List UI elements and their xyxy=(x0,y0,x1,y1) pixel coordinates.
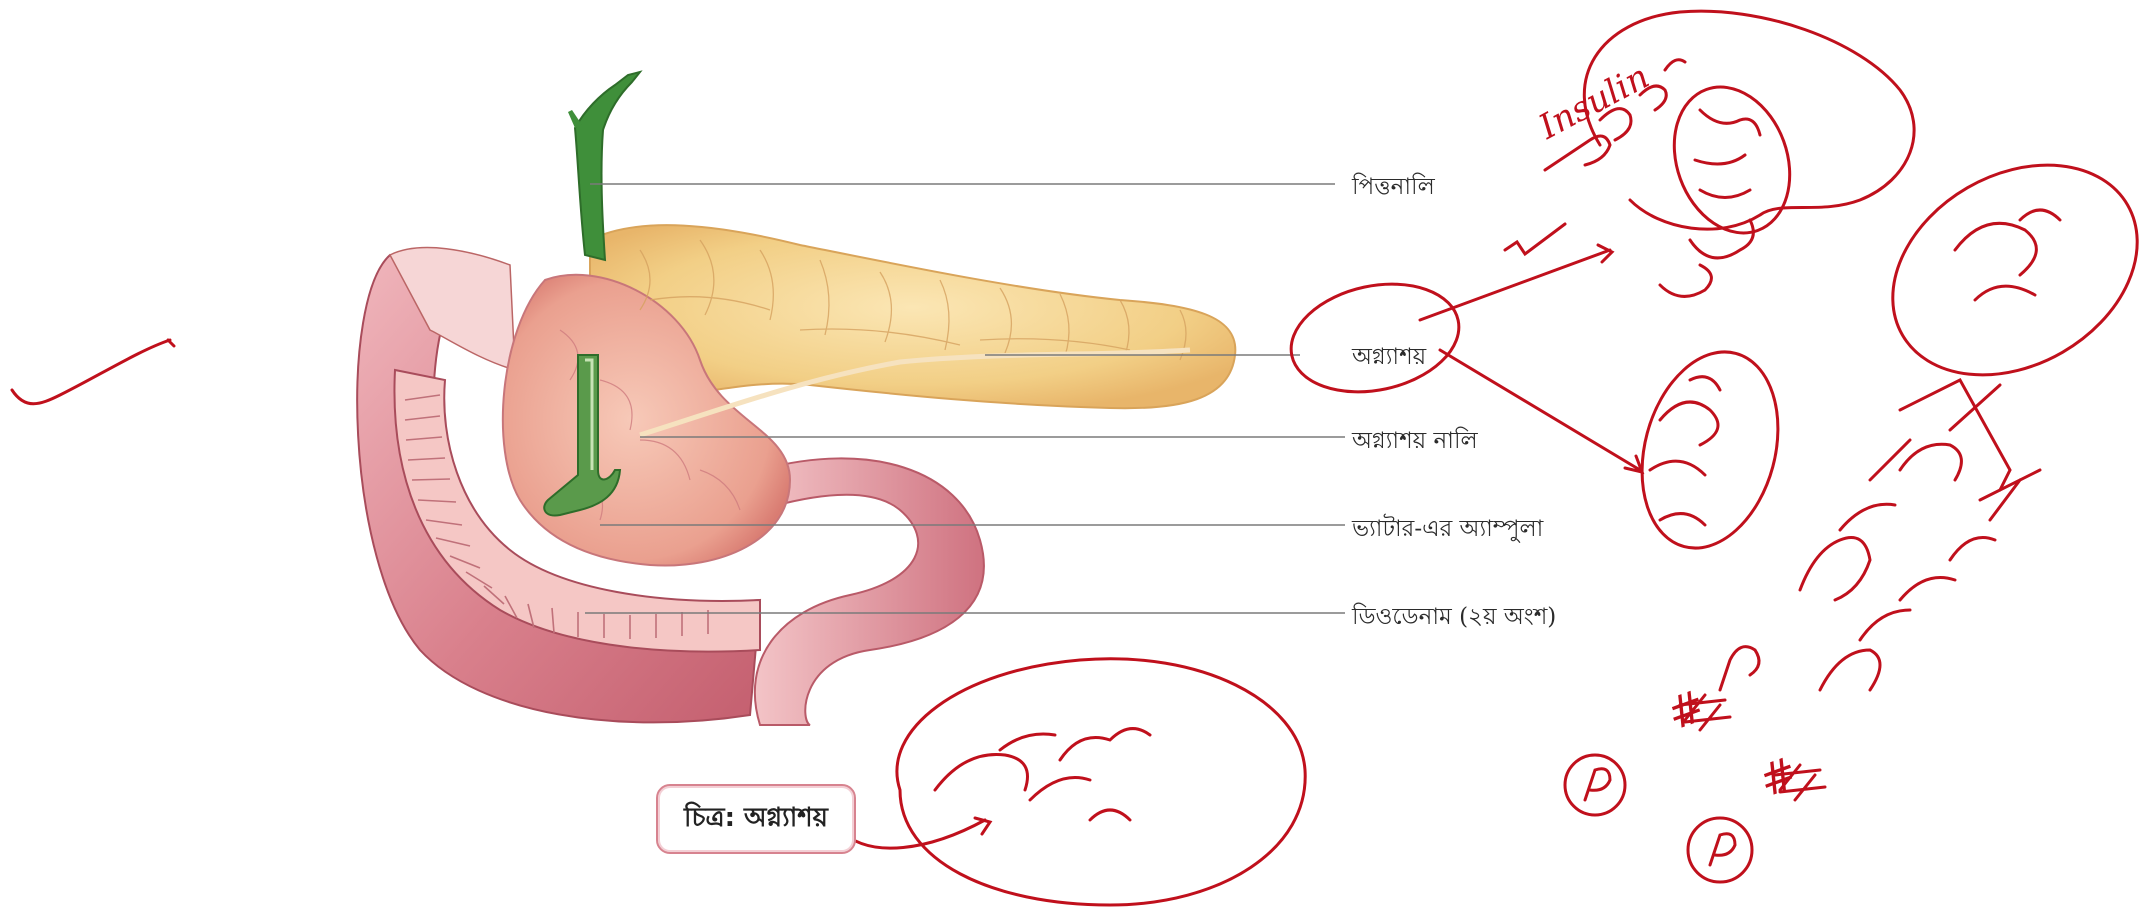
arrow-right-down xyxy=(1900,380,2010,490)
tick-mark-left xyxy=(12,340,174,404)
label-ampulla-of-vater: ভ্যাটার-এর অ্যাম্পুলা xyxy=(1352,510,1543,549)
right-circle-inner xyxy=(1955,210,2060,300)
hash-1-trail xyxy=(1720,647,1759,690)
label-bile-duct: পিত্তনালি xyxy=(1352,168,1435,207)
circled-p-left xyxy=(1565,755,1625,815)
label-pancreas: অগ্ন্যাশয় xyxy=(1352,338,1426,377)
figure-caption-box: চিত্র: অগ্ন্যাশয় xyxy=(656,784,856,854)
caption-scribbles xyxy=(935,729,1150,820)
label-duodenum: ডিওডেনাম (২য় অংশ) xyxy=(1352,598,1556,637)
circled-p-right xyxy=(1688,818,1752,882)
arrow-to-caption xyxy=(840,818,990,848)
circle-upper xyxy=(1655,71,1810,250)
label-pancreatic-duct: অগ্ন্যাশয় নালি xyxy=(1352,422,1478,461)
handwritten-annotations xyxy=(12,11,2151,905)
figure-caption: চিত্র: অগ্ন্যাশয় xyxy=(684,797,828,841)
circle-right xyxy=(1855,123,2151,418)
diagonal-text-1 xyxy=(1800,385,2000,600)
circle-caption xyxy=(897,659,1305,905)
jejunum xyxy=(755,458,984,725)
arrow-pancreas-to-insulin xyxy=(1420,245,1612,320)
diagonal-text-2 xyxy=(1820,470,2040,690)
check-near-insulin xyxy=(1505,224,1565,254)
circle-middle xyxy=(1621,337,1798,564)
